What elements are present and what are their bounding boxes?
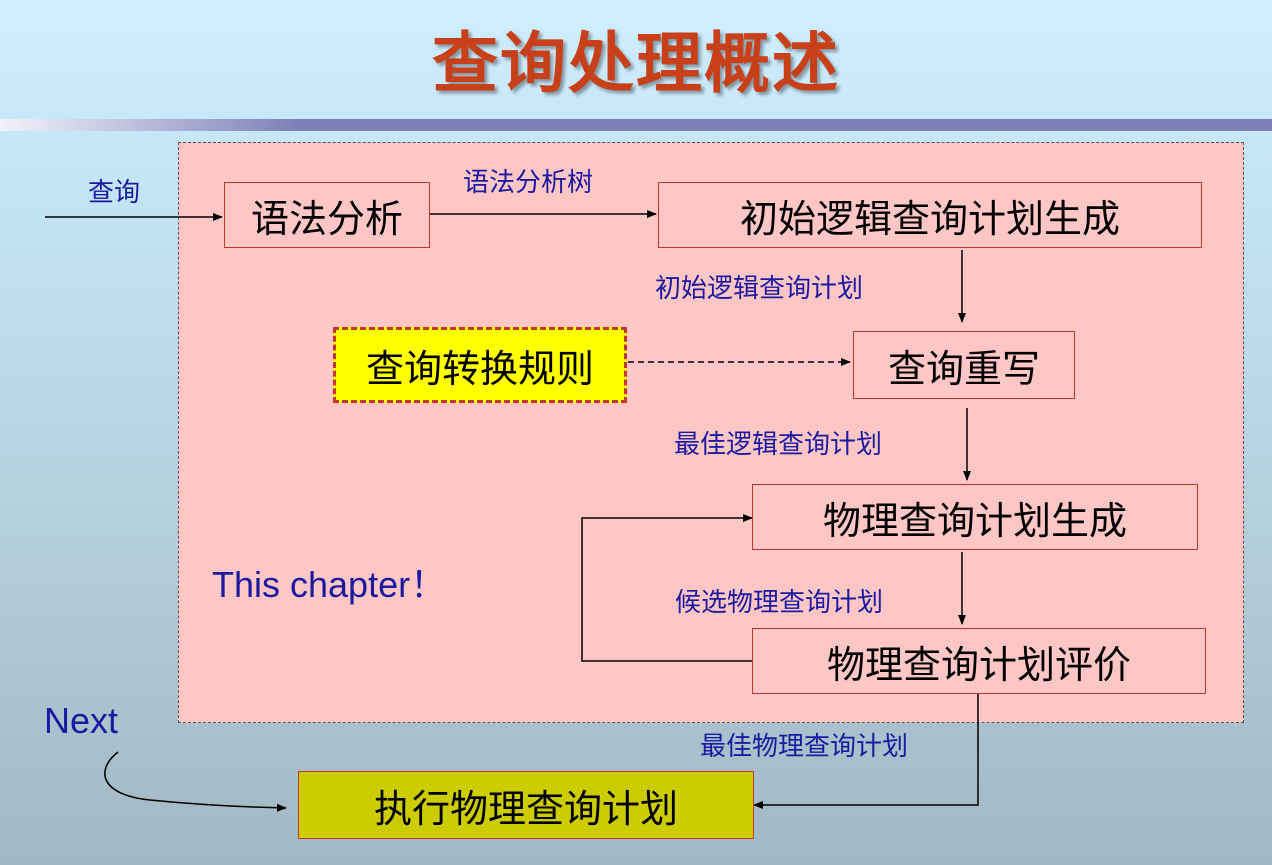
label-parse-tree: 语法分析树: [463, 168, 594, 198]
title-divider: [300, 119, 1272, 131]
box-execute-physical-plan: 执行物理查询计划: [298, 771, 754, 839]
label-best-physical-plan: 最佳物理查询计划: [700, 732, 909, 762]
arrow-next: [104, 751, 287, 812]
box-query-transform-rules: 查询转换规则: [333, 327, 627, 403]
label-query: 查询: [88, 178, 141, 208]
arrow-feedback-loop: [581, 514, 753, 662]
page-title: 查询处理概述: [432, 25, 840, 102]
title-divider-gradient: [0, 119, 300, 131]
label-this-chapter: This chapter！: [212, 564, 447, 605]
label-initial-logical-plan: 初始逻辑查询计划: [655, 274, 864, 304]
label-candidate-physical-plans: 候选物理查询计划: [675, 588, 884, 618]
arrow-best-physical: [753, 694, 979, 809]
box-parsing: 语法分析: [224, 182, 430, 248]
box-initial-plan-generation: 初始逻辑查询计划生成: [658, 182, 1202, 248]
box-query-rewrite: 查询重写: [853, 331, 1075, 399]
box-physical-plan-evaluation: 物理查询计划评价: [752, 628, 1206, 694]
box-physical-plan-generation: 物理查询计划生成: [752, 484, 1198, 550]
label-best-logical-plan: 最佳逻辑查询计划: [674, 430, 883, 460]
label-next: Next: [44, 700, 119, 741]
